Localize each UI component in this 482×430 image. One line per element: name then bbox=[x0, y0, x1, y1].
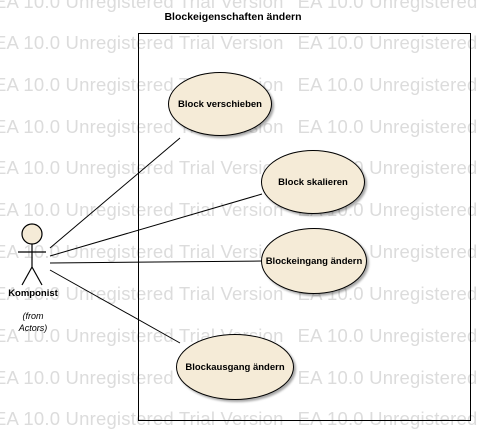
use-case-label: Blockausgang ändern bbox=[185, 361, 285, 373]
diagram-title: Blockeigenschaften ändern bbox=[164, 11, 302, 23]
use-case-block-verschieben[interactable]: Block verschieben bbox=[168, 72, 272, 136]
actor-right-leg bbox=[31, 266, 43, 286]
use-case-label: Blockeingang ändern bbox=[265, 255, 363, 267]
actor-left-leg bbox=[21, 266, 33, 286]
use-case-block-skalieren[interactable]: Block skalieren bbox=[261, 150, 365, 214]
actor-stick-figure[interactable] bbox=[18, 223, 46, 286]
use-case-blockeingang-aendern[interactable]: Blockeingang ändern bbox=[261, 228, 367, 294]
actor-from-line2: Actors) bbox=[18, 323, 48, 333]
actor-from-line1: (from bbox=[22, 311, 44, 321]
use-case-blockausgang-aendern[interactable]: Blockausgang ändern bbox=[176, 334, 294, 400]
use-case-label: Block skalieren bbox=[278, 176, 348, 188]
actor-head bbox=[21, 223, 43, 245]
actor-package-note: (from Actors) bbox=[12, 310, 54, 334]
system-boundary[interactable] bbox=[138, 33, 471, 421]
association-line-eingang[interactable] bbox=[49, 260, 263, 264]
actor-name: Komponist bbox=[8, 288, 58, 299]
use-case-label: Block verschieben bbox=[178, 98, 262, 110]
association-line-skalieren[interactable] bbox=[49, 193, 263, 257]
association-line-ausgang[interactable] bbox=[49, 269, 181, 344]
association-line-verschieben[interactable] bbox=[49, 137, 181, 249]
